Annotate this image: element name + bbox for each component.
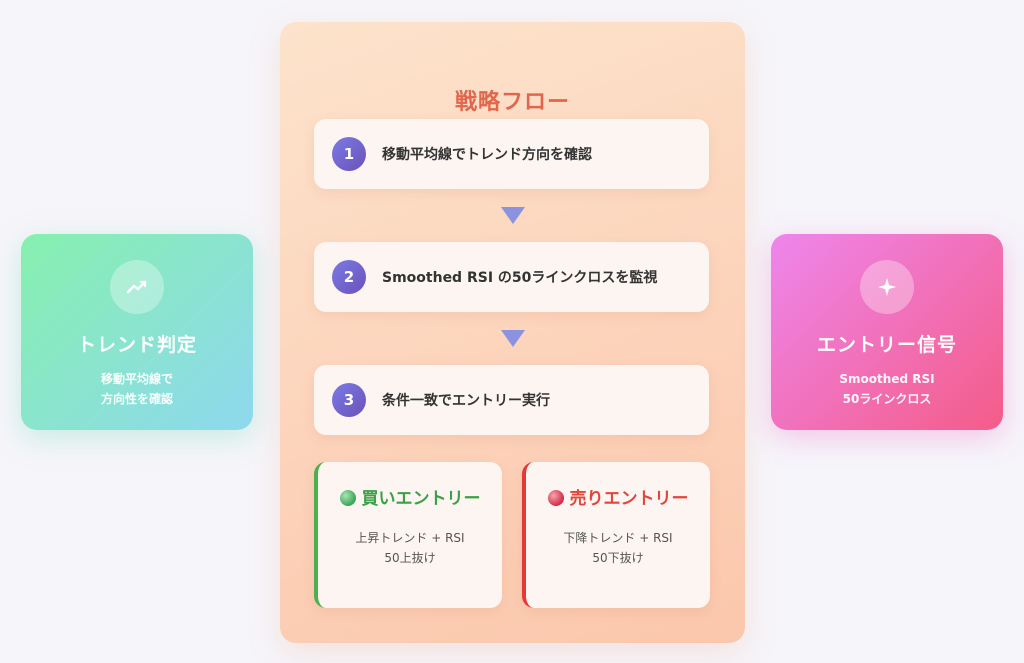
green-circle-icon xyxy=(339,490,356,506)
buy-entry-desc: 上昇トレンド + RSI 50上抜け xyxy=(355,531,465,565)
buy-entry-heading: 買いエントリー xyxy=(318,486,502,512)
step-3: 3 条件一致でエントリー実行 xyxy=(314,365,709,435)
sell-entry-heading: 売りエントリー xyxy=(526,486,710,512)
entry-signal-title: エントリー信号 xyxy=(816,334,957,356)
trend-line-icon xyxy=(110,260,164,314)
entry-signal-subtitle: Smoothed RSI 50ラインクロス xyxy=(839,372,935,406)
sparkle-icon xyxy=(860,260,914,314)
step-number-badge: 1 xyxy=(332,137,366,171)
panel-title: 戦略フロー xyxy=(454,90,570,115)
step-2: 2 Smoothed RSI の50ラインクロスを監視 xyxy=(314,242,709,312)
sell-entry-title: 売りエントリー xyxy=(569,489,689,509)
step-text: 条件一致でエントリー実行 xyxy=(382,393,550,409)
step-number-badge: 3 xyxy=(332,383,366,417)
buy-entry-title: 買いエントリー xyxy=(361,489,481,509)
step-text: 移動平均線でトレンド方向を確認 xyxy=(382,147,592,163)
down-arrow-icon xyxy=(501,207,525,224)
step-number-badge: 2 xyxy=(332,260,366,294)
down-arrow-icon xyxy=(501,330,525,347)
trend-judgment-title: トレンド判定 xyxy=(76,334,197,356)
trend-judgment-subtitle: 移動平均線で 方向性を確認 xyxy=(100,372,173,406)
strategy-flow-panel: 戦略フロー 1 移動平均線でトレンド方向を確認 2 Smoothed RSI の… xyxy=(280,22,745,643)
sell-entry-desc: 下降トレンド + RSI 50下抜け xyxy=(563,531,673,565)
buy-entry-card: 買いエントリー 上昇トレンド + RSI 50上抜け xyxy=(314,462,502,608)
red-circle-icon xyxy=(547,490,564,506)
entry-signal-card: エントリー信号 Smoothed RSI 50ラインクロス xyxy=(771,234,1003,430)
step-text: Smoothed RSI の50ラインクロスを監視 xyxy=(382,270,658,286)
step-1: 1 移動平均線でトレンド方向を確認 xyxy=(314,119,709,189)
trend-judgment-card: トレンド判定 移動平均線で 方向性を確認 xyxy=(21,234,253,430)
sell-entry-card: 売りエントリー 下降トレンド + RSI 50下抜け xyxy=(522,462,710,608)
